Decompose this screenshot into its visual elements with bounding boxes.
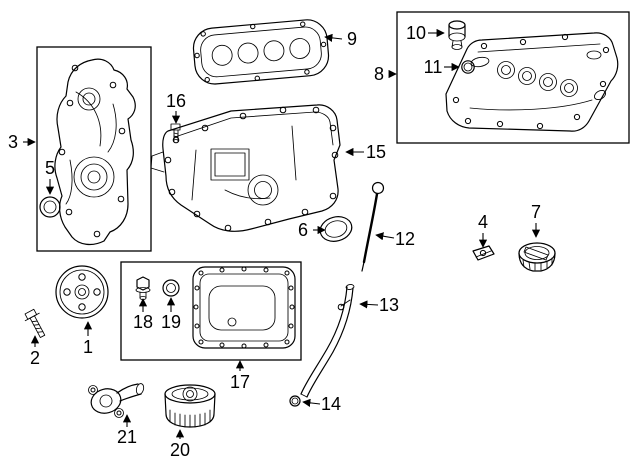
oil-pan-group-box	[120, 261, 302, 361]
timing-cover-icon	[54, 58, 136, 246]
callout-label-1: 1	[82, 337, 94, 357]
callout-label-20: 20	[169, 440, 191, 460]
callout-label-2: 2	[29, 348, 41, 368]
upper-oil-pan-icon	[150, 104, 341, 232]
callout-arrows	[23, 28, 541, 439]
callout-label-6: 6	[297, 220, 309, 240]
water-outlet-icon	[88, 383, 145, 418]
callout-arrow-14	[302, 398, 321, 407]
filler-cap-small-icon	[448, 20, 466, 50]
callout-arrow-9	[324, 33, 343, 42]
callout-label-10: 10	[405, 23, 427, 43]
lower-oil-pan-icon	[192, 266, 296, 349]
valve-cover-icon	[445, 32, 619, 132]
callout-label-5: 5	[44, 158, 56, 178]
cap-o-ring-icon	[461, 60, 475, 74]
pan-bolt-icon	[170, 123, 181, 142]
callout-label-17: 17	[229, 372, 251, 392]
drain-plug-gasket-icon	[162, 279, 180, 297]
callout-label-15: 15	[365, 142, 387, 162]
callout-label-7: 7	[530, 202, 542, 222]
callout-arrow-12	[375, 232, 395, 241]
callout-label-3: 3	[7, 132, 19, 152]
callout-label-11: 11	[423, 57, 443, 77]
small-bracket-icon	[472, 245, 495, 261]
callout-label-19: 19	[160, 312, 182, 332]
dipstick-icon	[361, 181, 385, 272]
crankshaft-pulley-icon	[55, 265, 109, 319]
drain-plug-icon	[135, 276, 151, 300]
callout-label-14: 14	[320, 394, 342, 414]
front-seal-icon	[39, 196, 61, 218]
seal-ring-icon	[319, 216, 353, 242]
callout-label-21: 21	[116, 427, 138, 447]
callout-label-16: 16	[165, 91, 187, 111]
callout-label-12: 12	[394, 229, 416, 249]
callout-label-18: 18	[132, 312, 154, 332]
valve-cover-group-box	[396, 11, 630, 144]
timing-cover-group-box	[36, 46, 152, 252]
callout-label-13: 13	[378, 295, 400, 315]
dipstick-tube-icon	[300, 284, 355, 398]
tube-o-ring-icon	[289, 395, 301, 407]
oil-filter-icon	[164, 384, 216, 428]
oil-filler-cap-icon	[518, 242, 556, 272]
callout-label-8: 8	[373, 64, 385, 84]
callout-label-9: 9	[346, 29, 358, 49]
callout-label-4: 4	[477, 212, 489, 232]
callout-arrow-13	[359, 300, 379, 309]
pulley-bolt-icon	[24, 308, 46, 338]
valve-cover-gasket-icon	[192, 19, 330, 85]
